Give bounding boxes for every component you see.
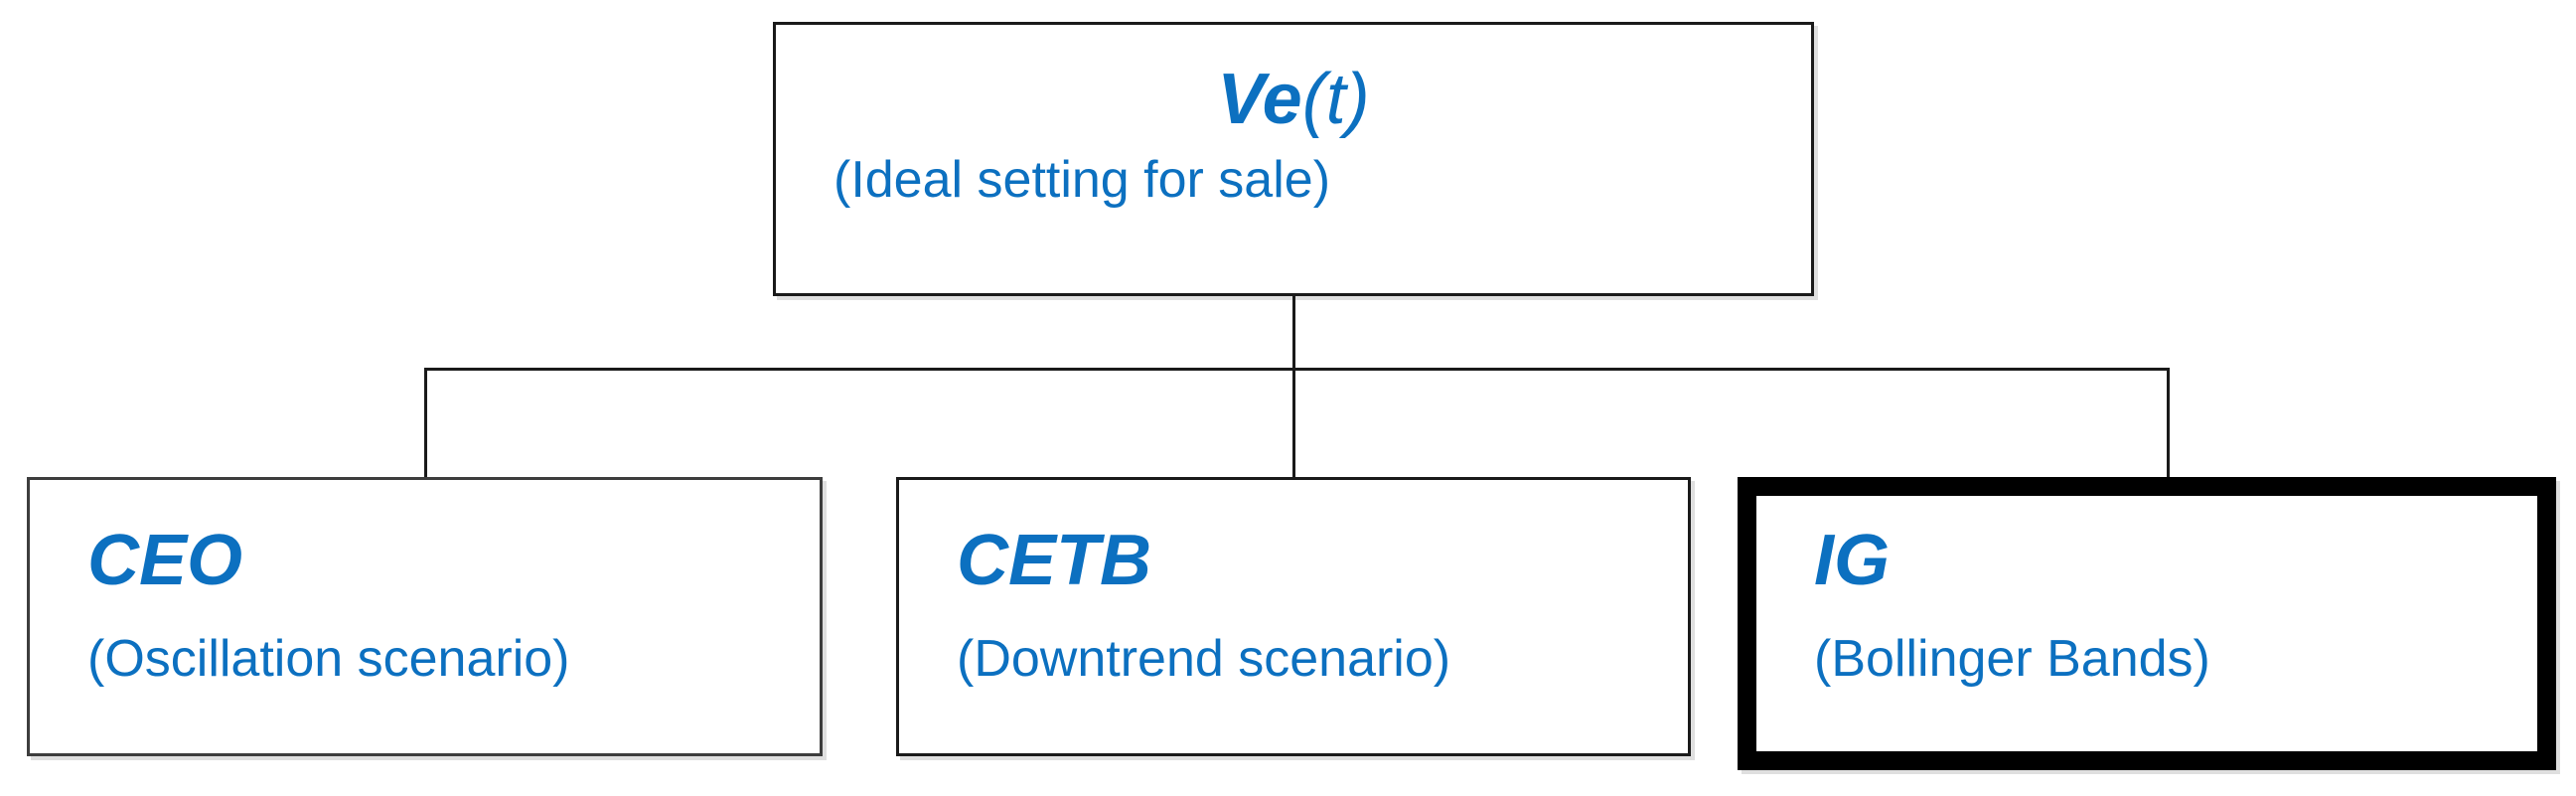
node-ceo: CEO (Oscillation scenario) (27, 477, 823, 756)
connector-horizontal-rail (424, 368, 2170, 371)
node-ceo-title: CEO (87, 521, 243, 600)
node-cetb-subtitle: (Downtrend scenario) (957, 629, 1451, 688)
node-ve-t-title-bold: Ve (1217, 60, 1302, 139)
connector-drop-ig (2167, 368, 2170, 479)
node-ve-t: Ve(t) (Ideal setting for sale) (773, 22, 1814, 296)
node-cetb: CETB (Downtrend scenario) (896, 477, 1691, 756)
node-ceo-subtitle: (Oscillation scenario) (87, 629, 570, 688)
node-ve-t-title: Ve(t) (776, 59, 1811, 141)
connector-drop-ceo (424, 368, 427, 479)
node-ve-t-subtitle: (Ideal setting for sale) (833, 150, 1331, 209)
node-cetb-title: CETB (957, 521, 1151, 600)
node-ig-subtitle: (Bollinger Bands) (1814, 629, 2210, 688)
node-ig: IG (Bollinger Bands) (1738, 477, 2556, 770)
connector-root-drop (1292, 296, 1295, 371)
node-ig-title: IG (1814, 521, 1891, 600)
node-ve-t-title-light: (t) (1301, 60, 1370, 139)
connector-drop-cetb (1292, 368, 1295, 479)
